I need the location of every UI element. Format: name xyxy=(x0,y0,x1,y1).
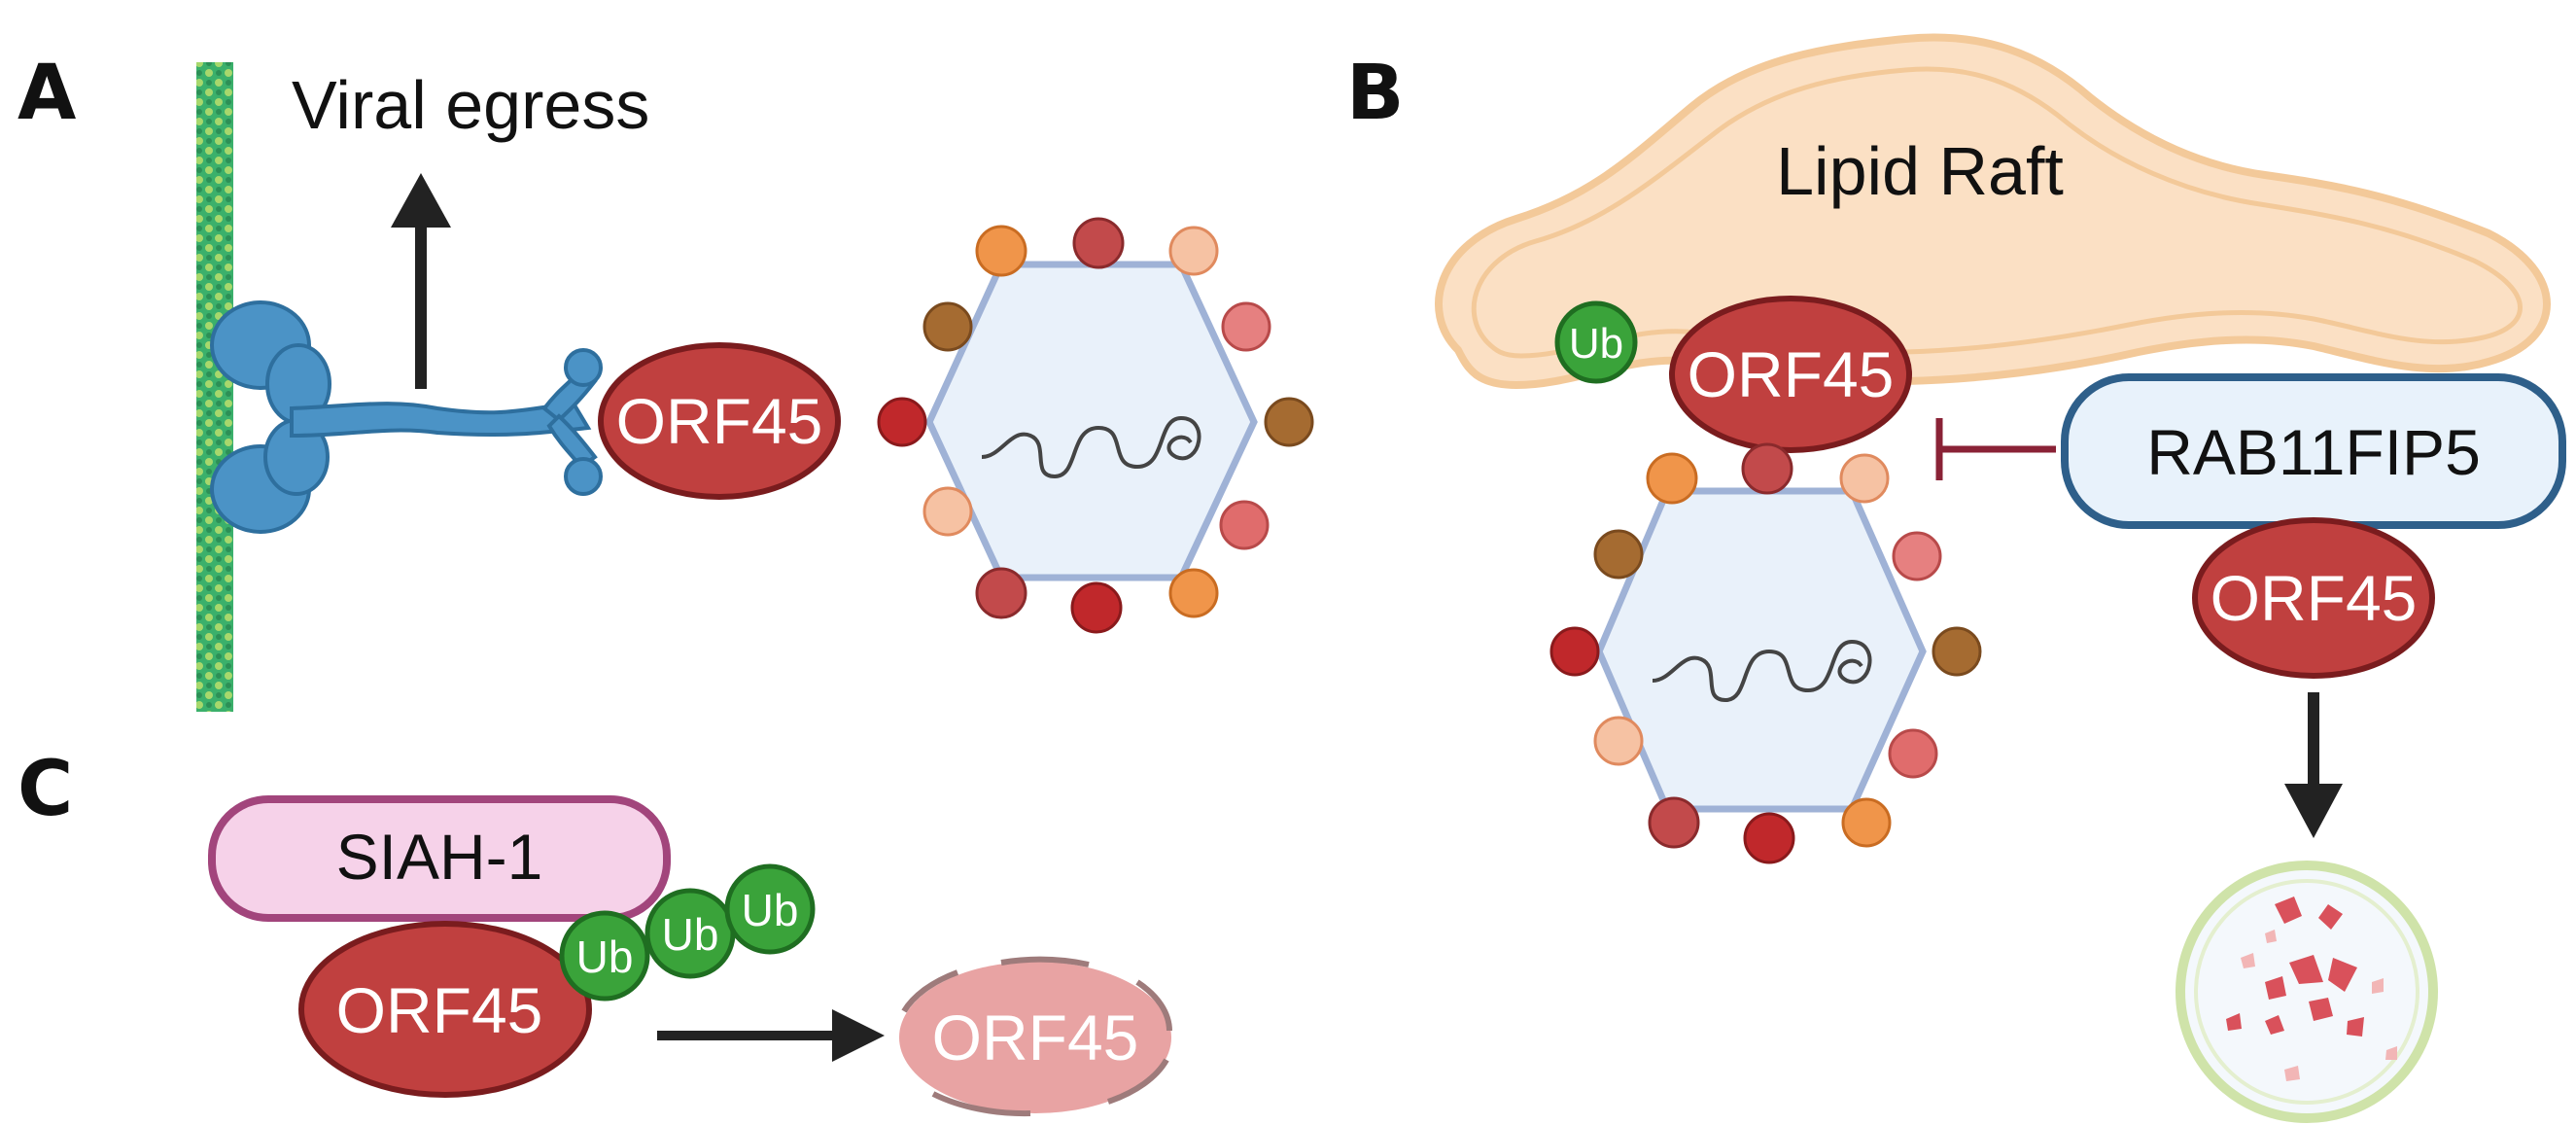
capsid-dot xyxy=(1549,626,1600,677)
ubiquitin-b-label: Ub xyxy=(1569,320,1623,368)
orf45-b-top-label: ORF45 xyxy=(1688,338,1895,410)
orf45-c-label: ORF45 xyxy=(336,974,543,1046)
viral-genome-a xyxy=(981,415,1201,479)
capsid-b xyxy=(1549,442,1982,864)
capsid-dot xyxy=(1168,226,1219,276)
ubiquitin-c-1-label: Ub xyxy=(576,932,634,982)
orf45-degraded-label: ORF45 xyxy=(932,1002,1139,1073)
degradation-arrow-c xyxy=(657,1009,885,1062)
capsid-dot xyxy=(1741,442,1793,495)
ubiquitin-c-3-label: Ub xyxy=(742,885,799,935)
orf45-degraded xyxy=(899,962,1171,1113)
capsid-dot xyxy=(922,486,973,537)
microtubule xyxy=(196,62,233,712)
ubiquitin-b xyxy=(1554,300,1638,384)
capsid-dot xyxy=(1219,500,1270,550)
capsid-dot xyxy=(1070,581,1123,634)
orf45-a-label: ORF45 xyxy=(616,385,823,457)
viral-egress-label: Viral egress xyxy=(292,67,649,143)
panel-letter-a: A xyxy=(17,50,76,137)
orf45-c xyxy=(298,921,592,1098)
capsid-dot xyxy=(922,301,973,352)
capsid-dot xyxy=(1264,397,1314,447)
siah1-label: SIAH-1 xyxy=(336,821,543,893)
capsid-dot xyxy=(975,225,1027,277)
panel-a: A Viral egress ORF45 xyxy=(17,50,1314,712)
ubiquitin-c-1 xyxy=(559,910,650,1002)
kinesin-motor xyxy=(210,300,603,534)
capsid-a xyxy=(877,217,1314,634)
capsid-dot xyxy=(1932,626,1982,677)
capsid-dot xyxy=(1646,452,1698,505)
capsid-dot xyxy=(1593,716,1644,766)
capsid-dot xyxy=(1593,529,1644,580)
viral-genome-b xyxy=(1652,639,1872,703)
inhibition-arrow xyxy=(1935,418,2056,480)
ubiquitin-c-3 xyxy=(724,863,816,955)
siah1-box xyxy=(208,795,671,922)
capsid-dot xyxy=(1892,531,1942,581)
orf45-b-top xyxy=(1669,296,1912,453)
ubiquitin-c-2-label: Ub xyxy=(662,909,719,960)
capsid-dot xyxy=(1221,301,1271,352)
capsid-dot xyxy=(877,397,927,447)
orf45-b-bottom-label: ORF45 xyxy=(2210,562,2418,634)
orf45-a xyxy=(598,342,841,500)
capsid-dot xyxy=(1648,796,1700,849)
panel-letter-c: C xyxy=(17,746,73,833)
orf45-b-bottom xyxy=(2192,517,2435,679)
capsid-dot xyxy=(1072,217,1125,269)
capsid-dot xyxy=(975,567,1027,619)
rab11fip5-label: RAB11FIP5 xyxy=(2146,416,2481,488)
capsid-dot xyxy=(1839,453,1890,504)
panel-letter-b: B xyxy=(1346,50,1404,137)
egress-arrow xyxy=(391,173,451,389)
capsid-dot xyxy=(1841,797,1892,848)
lysosome xyxy=(2176,861,2438,1123)
panel-c: C SIAH-1 ORF45 Ub Ub Ub ORF45 xyxy=(17,746,1172,1117)
degradation-arrow-b xyxy=(2284,692,2343,838)
capsid-dot xyxy=(1743,812,1795,864)
lipid-raft-label: Lipid Raft xyxy=(1776,133,2064,209)
panel-b: B Lipid Raft ORF45 Ub RAB11FIP5 ORF45 xyxy=(1346,33,2566,1123)
capsid-dot xyxy=(1888,728,1938,779)
capsid-dot xyxy=(1168,568,1219,618)
